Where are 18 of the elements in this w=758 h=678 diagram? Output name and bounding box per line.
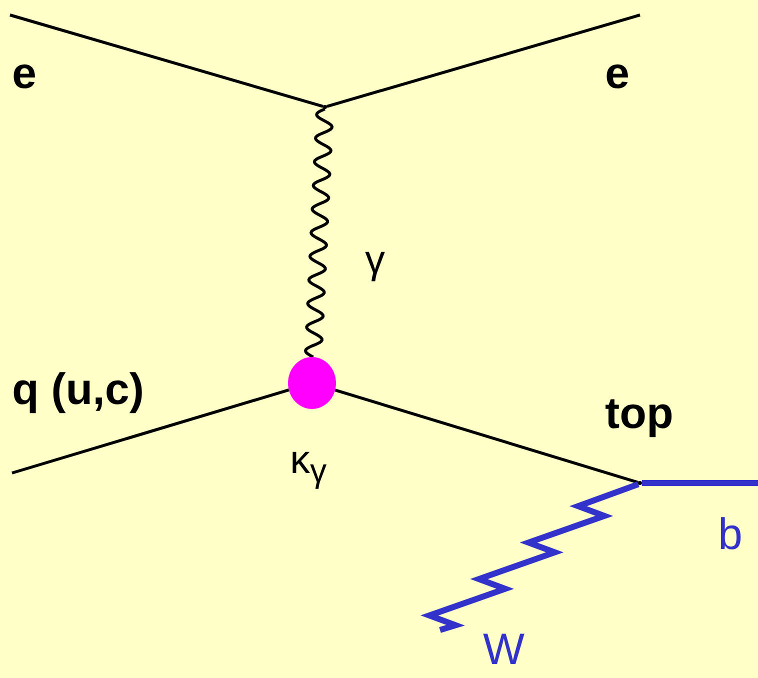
particle-label: top (605, 392, 674, 436)
particle-label: e (12, 52, 36, 96)
particle-line (334, 388, 639, 484)
particle-label: q (u,c) (12, 368, 144, 412)
vertex-blob (288, 357, 336, 409)
particle-line (12, 388, 290, 474)
vertex-dot (638, 481, 642, 485)
coupling-label: κ$_{γ}$ (290, 440, 327, 488)
zigzag-line (420, 481, 640, 633)
particle-label: b (718, 513, 742, 557)
particle-line (10, 14, 324, 108)
particle-label: e (605, 52, 630, 96)
particle-line (642, 480, 758, 486)
wavy-line (304, 108, 334, 358)
particle-label: γ (365, 240, 385, 280)
particle-label: W (483, 628, 525, 672)
particle-line (326, 14, 640, 108)
vertex-dot (323, 105, 327, 109)
